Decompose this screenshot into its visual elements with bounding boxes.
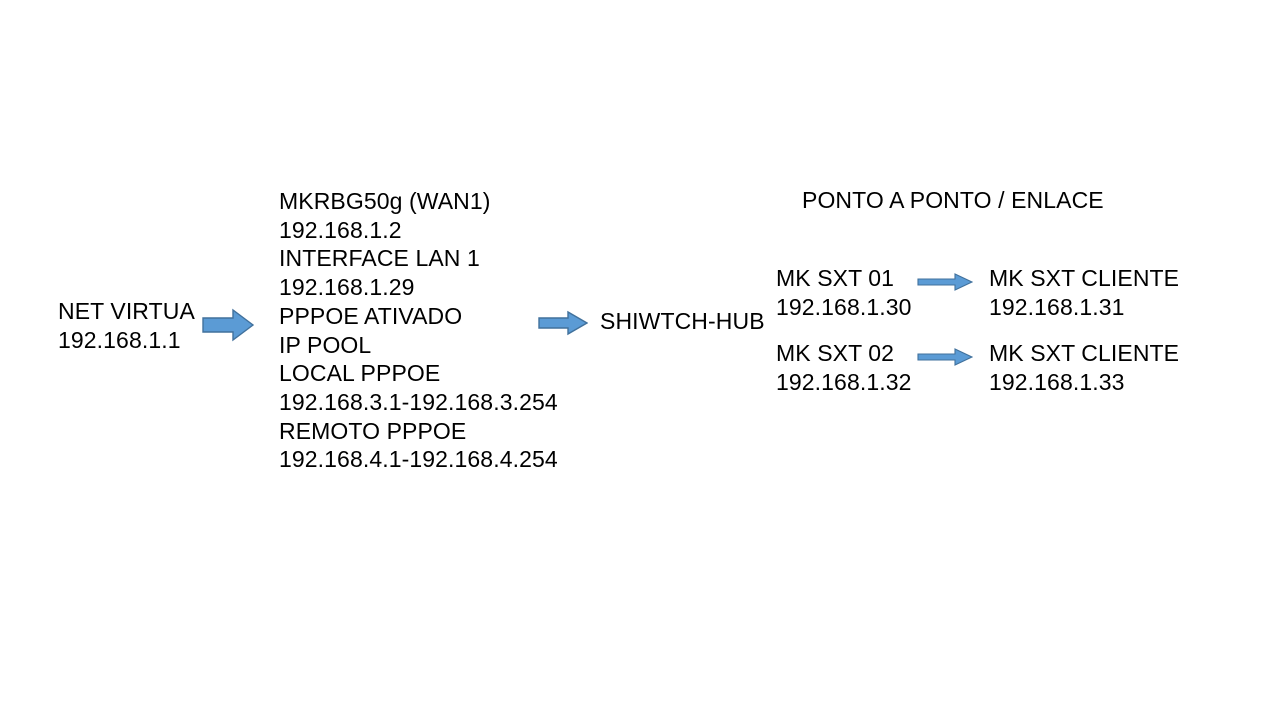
node-mk-sxt-02-ip: 192.168.1.32 [776,368,912,395]
router-interface-lan: INTERFACE LAN 1 [279,245,480,272]
router-remote-pppoe-range: 192.168.4.1-192.168.4.254 [279,446,558,473]
node-switch-hub: SHIWTCH-HUB [600,307,765,336]
arrow-source-to-router-icon [202,308,254,342]
router-ip-pool-label: IP POOL [279,331,372,358]
router-wan-ip: 192.168.1.2 [279,216,402,243]
node-net-virtua: NET VIRTUA 192.168.1.1 [58,297,195,354]
router-model-wan: MKRBG50g (WAN1) [279,188,491,214]
node-mk-sxt-cliente-2-ip: 192.168.1.33 [989,368,1125,395]
router-local-pppoe-label: LOCAL PPPOE [279,360,441,387]
node-mk-sxt-02: MK SXT 02 192.168.1.32 [776,339,912,396]
node-mk-sxt-cliente-1: MK SXT CLIENTE 192.168.1.31 [989,264,1179,321]
node-mk-sxt-cliente-2: MK SXT CLIENTE 192.168.1.33 [989,339,1179,396]
router-remote-pppoe-label: REMOTO PPPOE [279,417,467,444]
node-mk-sxt-cliente-1-ip: 192.168.1.31 [989,293,1125,320]
router-local-pppoe-range: 192.168.3.1-192.168.3.254 [279,388,558,415]
arrow-link-2-icon [917,348,973,366]
node-mk-sxt-01-name: MK SXT 01 [776,265,895,291]
section-title-ponto-a-ponto: PONTO A PONTO / ENLACE [802,186,1104,215]
router-lan-ip: 192.168.1.29 [279,274,415,301]
router-pppoe-status: PPPOE ATIVADO [279,302,463,329]
section-title-text: PONTO A PONTO / ENLACE [802,187,1104,213]
node-mk-sxt-cliente-2-name: MK SXT CLIENTE [989,340,1180,366]
arrow-router-to-switch-icon [538,310,588,336]
node-mikrotik-router: MKRBG50g (WAN1) 192.168.1.2 INTERFACE LA… [279,187,558,474]
node-mk-sxt-01-ip: 192.168.1.30 [776,293,912,320]
node-mk-sxt-01: MK SXT 01 192.168.1.30 [776,264,912,321]
node-switch-hub-label: SHIWTCH-HUB [600,308,765,334]
node-mk-sxt-cliente-1-name: MK SXT CLIENTE [989,265,1180,291]
node-mk-sxt-02-name: MK SXT 02 [776,340,895,366]
node-net-virtua-ip: 192.168.1.1 [58,326,181,353]
arrow-link-1-icon [917,273,973,291]
node-net-virtua-name: NET VIRTUA [58,298,195,324]
